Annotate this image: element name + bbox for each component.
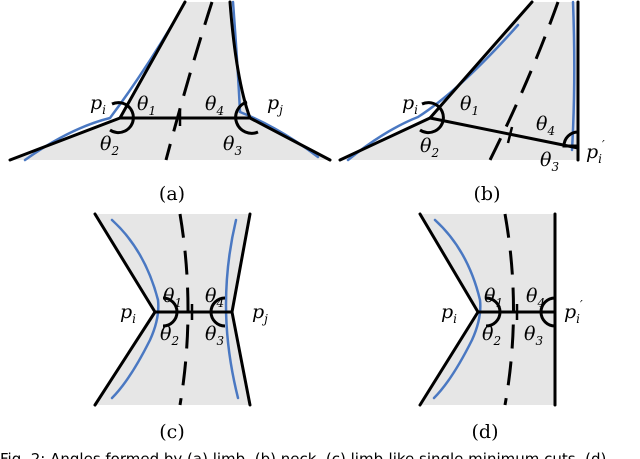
panel-d-label-theta2: θ2: [482, 323, 501, 348]
panel-c-boundary-right: [224, 218, 240, 400]
panel-a-medial-axis: [164, 1, 214, 161]
panel-c-angle-arc-right: [209, 296, 226, 328]
panel-c-angle-arc-left: [162, 296, 179, 328]
panel-b-label-p1: pi: [402, 92, 418, 117]
panel-d-medial-axis: [503, 213, 515, 406]
panel-d-label-theta4: θ4: [526, 285, 545, 310]
panel-a: pi pj θ1 θ2 θ3 θ4 (a): [8, 0, 332, 205]
panel-a-label-p1: pi: [90, 92, 106, 117]
panel-b-label-theta3: θ3: [540, 149, 559, 174]
panel-b-label-theta2: θ2: [420, 135, 439, 160]
panel-a-contour-right: [228, 0, 332, 162]
panel-b-angle-arc-left: [419, 101, 445, 135]
panel-c-label-theta2: θ2: [160, 323, 179, 348]
figure-caption: Fig. 2: Angles formed by (a) limb, (b) n…: [0, 450, 606, 459]
panel-a-angle-arc-right: [234, 100, 259, 135]
panel-d-label-theta3: θ3: [524, 323, 543, 348]
panel-a-region: [10, 2, 330, 160]
panel-d-caption: (d): [472, 421, 499, 443]
panel-c: pi pj θ1 θ2 θ3 θ4 (c): [93, 212, 268, 443]
panel-c-label-p1: pi: [120, 301, 136, 326]
panel-b-label-p2: pi′: [586, 138, 605, 166]
panel-a-label-theta1: θ1: [137, 93, 156, 118]
panel-a-boundary-left: [23, 23, 174, 162]
panel-c-label-theta3: θ3: [205, 323, 224, 348]
panel-a-label-p2: pj: [267, 92, 283, 117]
panel-a-label-theta3: θ3: [223, 133, 242, 158]
panel-d-region: [420, 214, 555, 405]
panel-b-tick: [506, 126, 514, 144]
panel-a-label-theta2: θ2: [100, 133, 119, 158]
panel-d-angle-arc-right: [539, 296, 556, 328]
panel-c-region: [95, 214, 250, 405]
panel-d: pi pi′ θ1 θ2 θ3 θ4 (d): [418, 212, 583, 443]
panel-b-caption: (b): [474, 183, 501, 205]
panel-a-label-theta4: θ4: [205, 93, 224, 118]
panel-d-label-p1: pi: [441, 301, 457, 326]
panel-b-angle-arc-right: [562, 130, 579, 148]
panel-d-label-theta1: θ1: [484, 285, 503, 310]
panel-c-label-theta1: θ1: [163, 285, 182, 310]
panel-b-boundary-left: [346, 23, 520, 162]
panel-b-label-theta4: θ4: [536, 113, 555, 138]
panel-b: pi pi′ θ1 θ2 θ3 θ4 (b): [338, 0, 605, 205]
panel-b-label-theta1: θ1: [460, 93, 479, 118]
panel-a-angle-arc-left: [109, 101, 135, 135]
panel-b-cut-line: [428, 116, 580, 150]
panel-d-label-p2: pi′: [564, 298, 583, 326]
panel-c-boundary-left: [110, 218, 160, 400]
panel-c-caption: (c): [159, 421, 184, 443]
panel-a-caption: (a): [159, 183, 185, 205]
panel-d-boundary-left: [432, 218, 482, 400]
panel-d-angle-arc-left: [485, 296, 502, 328]
panel-c-medial-axis: [178, 213, 190, 406]
panel-b-region: [340, 2, 578, 160]
panel-c-label-theta4: θ4: [205, 285, 224, 310]
panel-b-medial-axis: [488, 1, 560, 161]
panel-c-label-p2: pj: [252, 301, 268, 326]
